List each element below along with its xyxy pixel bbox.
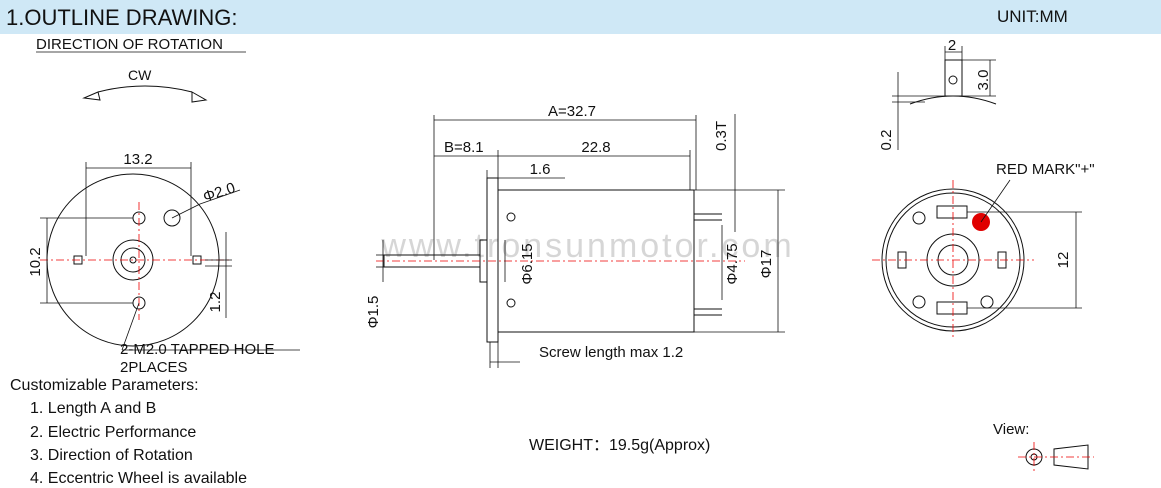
dim-thickness: 0.3T [713,121,730,151]
view-symbol-icon [1018,442,1094,472]
dim-terminal-spacing: 12 [1055,252,1072,269]
dim-terminal-gap: 0.2 [878,130,895,151]
dim-body-length: 22.8 [581,139,610,156]
rear-view [872,179,1082,340]
terminal-view [892,46,997,150]
dim-shaft-diameter: Φ1.5 [365,296,382,329]
tapped-hole-places: 2PLACES [120,359,188,376]
rotation-arrow-icon [82,85,208,103]
dim-shaft-step: 1.6 [530,161,551,178]
weight-label: WEIGHT：19.5g(Approx) [529,437,711,454]
parameter-item: 3. Direction of Rotation [30,447,193,464]
dim-front-hole: Φ2.0 [201,179,237,205]
side-view [376,114,785,368]
front-view [40,162,300,351]
dim-terminal-height: 3.0 [975,70,992,91]
dim-front-width: 13.2 [123,151,152,168]
dim-bearing-diameter: Φ4.75 [724,243,741,284]
parameter-item: 1. Length A and B [30,400,157,417]
parameters-title: Customizable Parameters: [10,377,199,394]
screw-length-note: Screw length max 1.2 [539,344,683,361]
rotation-title: DIRECTION OF ROTATION [36,36,223,53]
rotation-direction: CW [128,67,152,83]
dim-length-a: A=32.7 [548,103,596,120]
dim-front-offset: 1.2 [207,292,224,313]
dim-body-diameter: Φ17 [758,250,775,279]
parameter-item: 4. Eccentric Wheel is available [30,470,247,487]
tapped-hole-note: 2-M2.0 TAPPED HOLE [120,341,275,358]
watermark: www.tronsunmotor.com [380,227,794,265]
dim-front-height: 10.2 [27,247,44,276]
red-mark-label: RED MARK"+" [996,161,1095,178]
tapped-hole-icon [163,209,181,227]
dim-terminal-width: 2 [948,37,956,54]
header-bar: 1.OUTLINE DRAWING: UNIT:MM [0,0,1161,34]
view-label: View: [993,421,1030,438]
unit-label: UNIT:MM [997,7,1068,26]
parameter-item: 2. Electric Performance [30,424,197,441]
dim-length-b: B=8.1 [444,139,484,156]
header-title: 1.OUTLINE DRAWING: [6,5,238,30]
dim-boss-diameter: Φ6.15 [519,243,536,284]
